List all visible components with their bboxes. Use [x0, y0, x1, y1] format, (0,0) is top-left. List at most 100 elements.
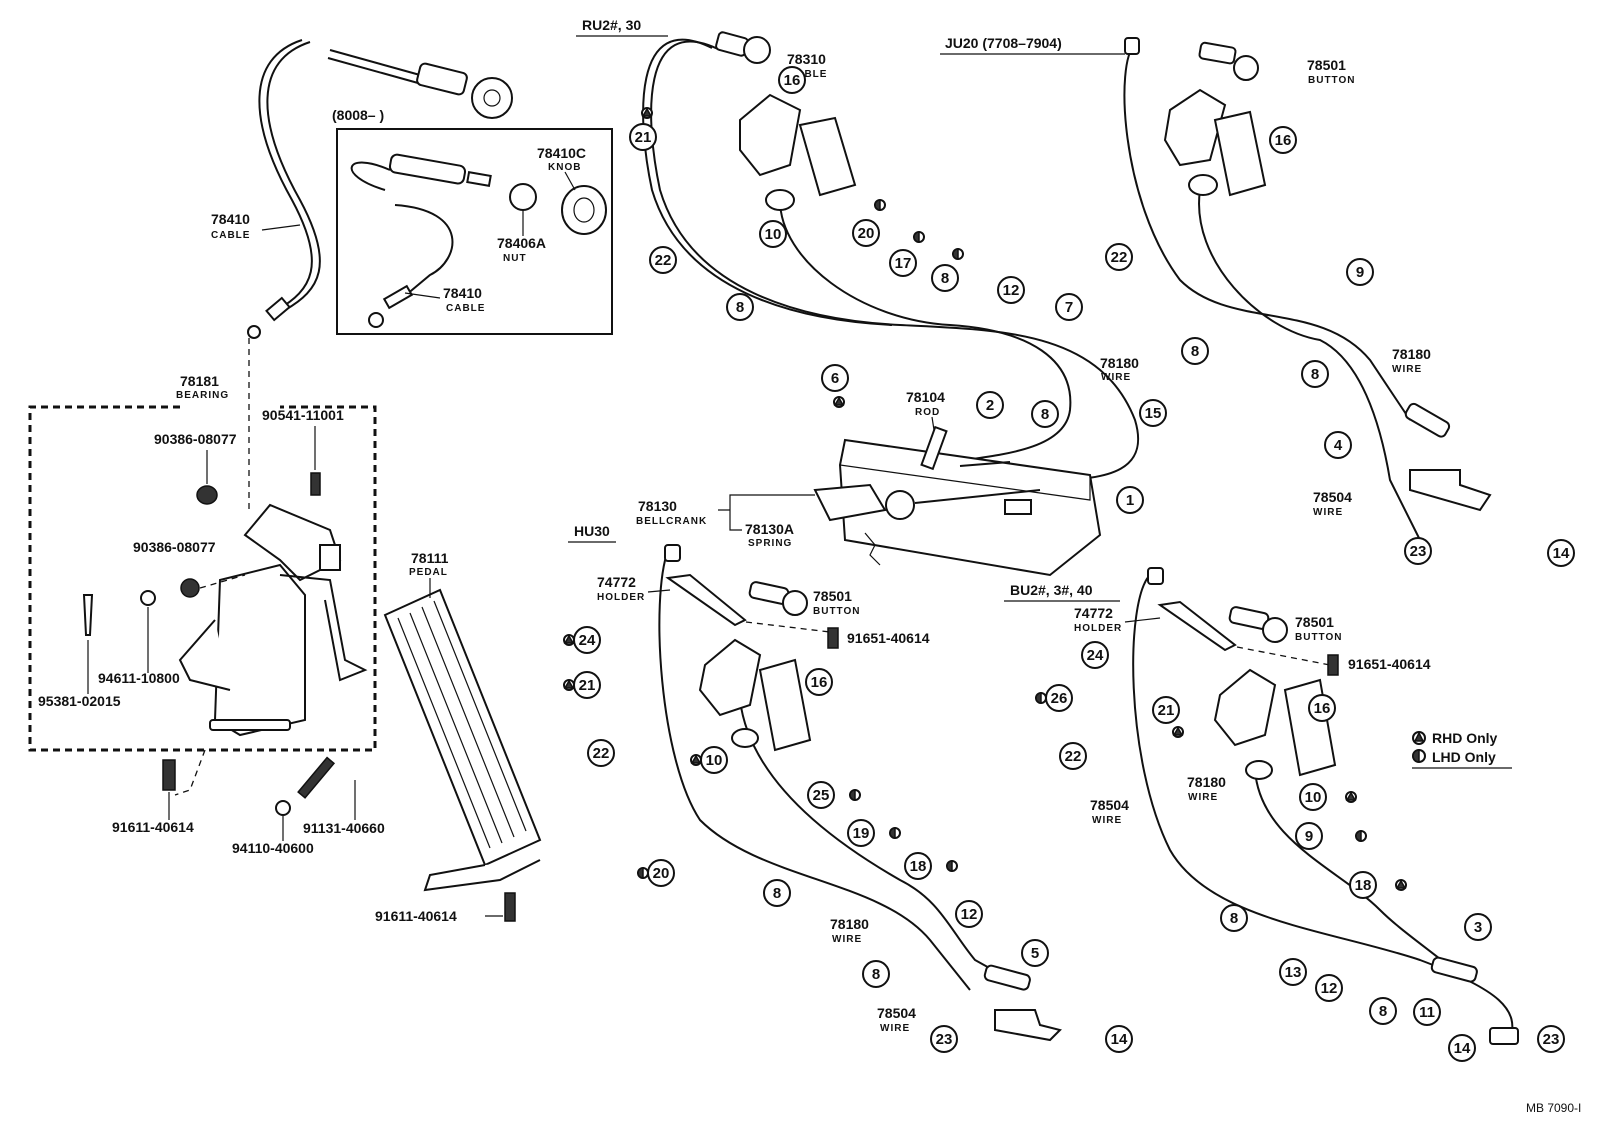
rhd-only-marker-icon [1172, 726, 1184, 738]
lhd-only-marker-icon [952, 248, 964, 260]
callout-15: 15 [1139, 399, 1167, 427]
svg-text:21: 21 [1158, 702, 1175, 719]
hw-94110-40600: 94110-40600 [232, 840, 314, 856]
part-78501-bu2-desc: BUTTON [1295, 632, 1342, 643]
part-78180-ju20-desc: WIRE [1392, 364, 1422, 375]
part-78180-ju20-number: 78180 [1392, 346, 1431, 362]
svg-text:20: 20 [653, 865, 670, 882]
svg-text:8: 8 [1311, 366, 1319, 383]
part-78504-hu30-desc: WIRE [880, 1023, 910, 1034]
callout-14: 14 [1448, 1034, 1476, 1062]
callout-6: 6 [821, 364, 849, 392]
callout-9: 9 [1346, 258, 1374, 286]
svg-text:16: 16 [811, 674, 828, 691]
part-78504-ju20-desc: WIRE [1313, 507, 1343, 518]
svg-text:10: 10 [706, 752, 723, 769]
callout-8: 8 [931, 264, 959, 292]
callout-22: 22 [1059, 742, 1087, 770]
callout-18: 18 [1349, 871, 1377, 899]
variant-label-ju20: JU20 (7708–7904) [945, 35, 1062, 51]
callout-11: 11 [1413, 998, 1441, 1026]
ju20-cable-and-wire [1123, 37, 1492, 541]
bolt-icon [827, 627, 839, 649]
part-78504-ju20-number: 78504 [1313, 489, 1352, 505]
callout-10: 10 [700, 746, 728, 774]
rhd-only-marker-icon [690, 754, 702, 766]
callout-5: 5 [1021, 939, 1049, 967]
svg-text:22: 22 [1111, 249, 1128, 266]
holder-guide-line [1236, 646, 1331, 666]
part-78410-number: 78410 [211, 211, 250, 227]
callout-24: 24 [1081, 641, 1109, 669]
callout-8: 8 [1181, 337, 1209, 365]
callout-22: 22 [587, 739, 615, 767]
svg-text:18: 18 [1355, 877, 1372, 894]
svg-text:12: 12 [961, 906, 978, 923]
svg-text:6: 6 [831, 370, 839, 387]
svg-text:19: 19 [853, 825, 870, 842]
svg-text:26: 26 [1051, 690, 1068, 707]
callout-8: 8 [862, 960, 890, 988]
rhd-only-marker-icon [563, 679, 575, 691]
callout-8: 8 [1301, 360, 1329, 388]
callout-16: 16 [1308, 694, 1336, 722]
inset-label: (8008– ) [332, 107, 384, 123]
part-78181-desc: BEARING [176, 390, 229, 401]
svg-text:24: 24 [579, 632, 596, 649]
part-78180-center-number: 78180 [1100, 355, 1139, 371]
hw-90386-08077-a: 90386-08077 [154, 431, 237, 447]
part-78501-hu30-desc: BUTTON [813, 606, 860, 617]
engine-bellcrank-housing [813, 425, 1102, 577]
callout-1: 1 [1116, 486, 1144, 514]
part-78406a-number: 78406A [497, 235, 546, 251]
callout-16: 16 [778, 66, 806, 94]
lhd-only-marker-icon [946, 860, 958, 872]
svg-text:23: 23 [1543, 1031, 1560, 1048]
svg-text:8: 8 [1230, 910, 1238, 927]
callout-23: 23 [1404, 537, 1432, 565]
spring-icon [864, 532, 881, 566]
svg-text:8: 8 [872, 966, 880, 983]
pedal-bracket [178, 503, 368, 737]
callout-18: 18 [904, 852, 932, 880]
variant-label-hu30: HU30 [574, 523, 610, 539]
callout-8: 8 [1031, 400, 1059, 428]
hw-91611-40614-a: 91611-40614 [112, 819, 194, 835]
callout-10: 10 [1299, 783, 1327, 811]
bolt-icon [1327, 654, 1339, 676]
hw-91131-40660: 91131-40660 [303, 820, 385, 836]
svg-text:3: 3 [1474, 919, 1482, 936]
part-74772-hu30-number: 74772 [597, 574, 636, 590]
variant-heading-hu30: HU30 [568, 523, 616, 543]
svg-text:25: 25 [813, 787, 830, 804]
diagram-reference-code: MB 7090-I [1526, 1101, 1581, 1115]
callout-25: 25 [807, 781, 835, 809]
svg-text:7: 7 [1065, 299, 1073, 316]
choke-cable-assembly [247, 39, 513, 339]
hand-drive-markers [563, 107, 1407, 891]
callout-13: 13 [1279, 958, 1307, 986]
svg-text:12: 12 [1003, 282, 1020, 299]
part-78130a-desc: SPRING [748, 538, 792, 549]
part-78310-desc: CABLE [788, 69, 827, 80]
callout-16: 16 [1269, 126, 1297, 154]
lhd-only-marker-icon [1035, 692, 1047, 704]
part-78310-number: 78310 [787, 51, 826, 67]
svg-text:14: 14 [1454, 1040, 1471, 1057]
part-78410c-desc: KNOB [548, 162, 581, 173]
svg-text:21: 21 [635, 129, 652, 146]
hw-95381-02015: 95381-02015 [38, 693, 121, 709]
svg-text:8: 8 [1191, 343, 1199, 360]
hw-91611-40614-b: 91611-40614 [375, 908, 457, 924]
svg-text:11: 11 [1419, 1004, 1435, 1021]
callout-9: 9 [1295, 822, 1323, 850]
variant-heading-bu2: BU2#, 3#, 40 [1004, 582, 1120, 602]
bolt-guide-line [174, 749, 206, 796]
svg-text:12: 12 [1321, 980, 1338, 997]
hw-91651-40614-hu30: 91651-40614 [847, 630, 930, 646]
part-78111-desc: PEDAL [409, 567, 448, 578]
pin-icon [82, 594, 94, 636]
svg-text:1: 1 [1126, 492, 1134, 509]
callout-4: 4 [1324, 431, 1352, 459]
